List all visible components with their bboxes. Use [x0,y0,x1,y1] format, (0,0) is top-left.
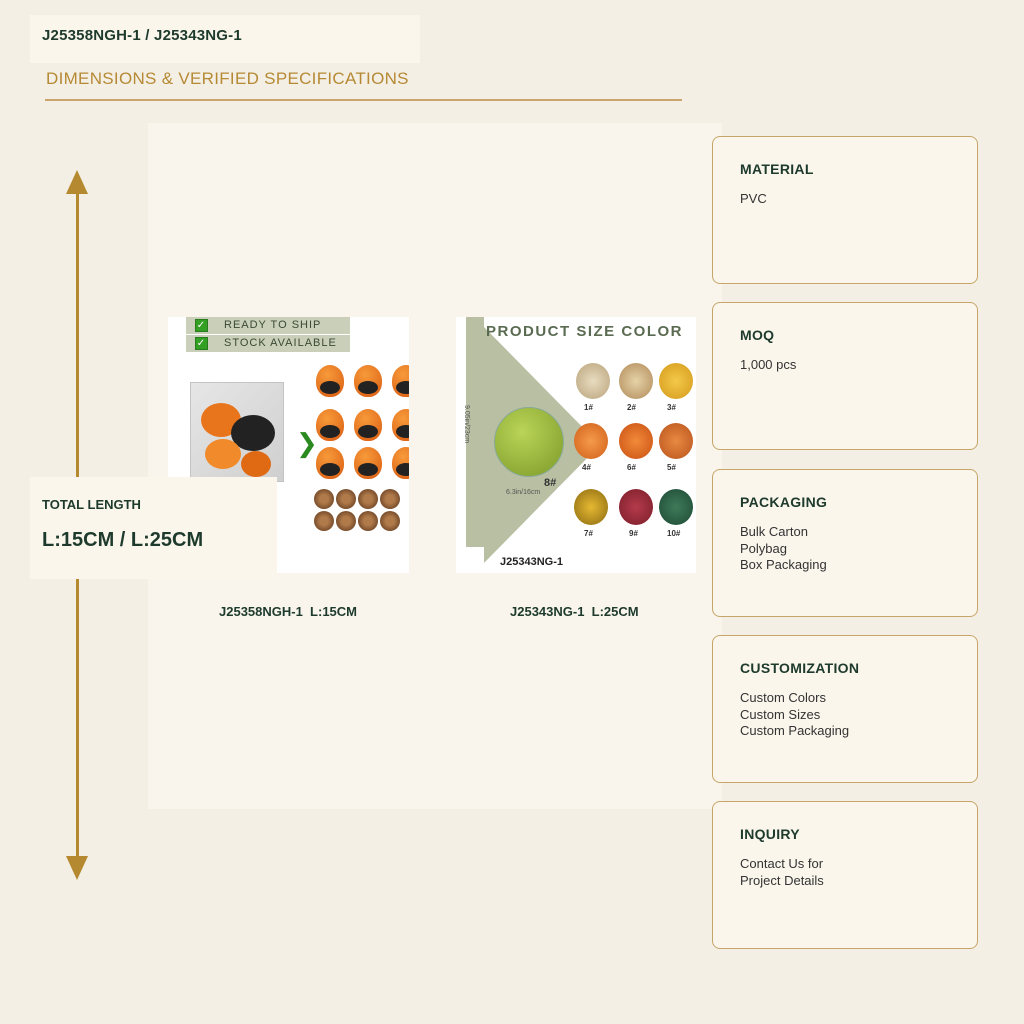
width-note: 6.3in/16cm [506,489,541,496]
decorative-band [466,317,484,547]
chevron-right-icon: ❯ [296,428,318,458]
variant-label: 7# [584,529,593,538]
pumpkin-item [316,365,344,397]
variant-ornament [576,363,610,399]
ready-to-ship-badge: ✓ READY TO SHIP [186,317,350,334]
spec-card-packaging: PACKAGING Bulk Carton Polybag Box Packag… [712,469,978,617]
total-length-box: TOTAL LENGTH L:15CM / L:25CM [30,477,277,579]
variant-ornament [619,423,653,459]
spec-card-moq: MOQ 1,000 pcs [712,302,978,450]
variant-ornament [619,363,653,399]
total-length-label: TOTAL LENGTH [42,497,141,512]
main-label: 8# [544,477,557,489]
spec-line: Box Packaging [740,557,827,572]
title-box: J25358NGH-1 / J25343NG-1 [30,15,420,63]
pinecone-item [336,511,356,531]
pumpkin-item [354,409,382,441]
spec-line: Project Details [740,872,824,888]
pinecone-item [314,511,334,531]
spec-line: PVC [740,191,767,206]
check-icon: ✓ [195,319,208,332]
variant-label: 10# [667,529,681,538]
main-ornament-image [494,407,564,477]
product-image-j25343ng[interactable]: PRODUCT SIZE COLOR 9.05in/23cm 8# 6.3in/… [456,317,696,573]
spec-line: Custom Sizes [740,706,821,722]
pinecone-item [314,489,334,509]
page-subtitle: DIMENSIONS & VERIFIED SPECIFICATIONS [46,69,409,88]
product-caption-j25358ngh: J25358NGH-1 L:15CM [219,604,357,619]
arrow-down-icon [66,856,88,880]
pinecone-item [358,489,378,509]
variant-ornament [659,363,693,399]
pumpkin-item [354,447,382,479]
product-code: J25343NG-1 [500,556,563,568]
product-size-color-heading: PRODUCT SIZE COLOR [486,323,684,340]
spec-card-inquiry[interactable]: INQUIRY Contact Us for Project Details [712,801,978,949]
total-length-value: L:15CM / L:25CM [42,529,204,551]
variant-label: 4# [582,463,591,472]
pumpkin-item [316,409,344,441]
spec-title: CUSTOMIZATION [740,660,860,676]
spec-line: Bulk Carton [740,524,808,539]
pinecone-item [358,511,378,531]
variant-label: 6# [627,463,636,472]
variant-ornament [659,489,693,525]
height-note: 9.05in/23cm [463,405,470,444]
pumpkin-item [316,447,344,479]
variant-label: 1# [584,403,593,412]
spec-line: Contact Us for [740,856,824,871]
pinecone-item [336,489,356,509]
spec-title: PACKAGING [740,494,828,510]
stock-available-badge: ✓ STOCK AVAILABLE [186,335,350,352]
check-icon: ✓ [195,337,208,350]
variant-label: 9# [629,529,638,538]
spec-line: Custom Colors [740,690,826,705]
variant-ornament [574,423,608,459]
spec-line: Custom Packaging [740,723,850,738]
spec-card-material: MATERIAL PVC [712,136,978,284]
spec-title: MATERIAL [740,161,814,177]
product-caption-j25343ng: J25343NG-1 L:25CM [510,604,639,619]
spec-title: MOQ [740,327,775,343]
variant-label: 5# [667,463,676,472]
packaging-box-image [190,382,284,482]
pinecone-item [380,489,400,509]
gourd-shape [205,439,241,469]
variant-ornament [659,423,693,459]
arrow-up-icon [66,170,88,194]
spec-line: 1,000 pcs [740,357,797,372]
pumpkin-item [392,365,409,397]
spec-card-customization: CUSTOMIZATION Custom Colors Custom Sizes… [712,635,978,783]
badge-label: READY TO SHIP [224,319,322,331]
variant-label: 3# [667,403,676,412]
gourd-shape [231,415,275,451]
pumpkin-item [392,409,409,441]
variant-ornament [619,489,653,525]
spec-title: INQUIRY [740,826,800,842]
pinecone-item [380,511,400,531]
pumpkin-item [354,365,382,397]
spec-line: Polybag [740,540,787,556]
variant-ornament [574,489,608,525]
title-divider [45,99,682,101]
page-title: J25358NGH-1 / J25343NG-1 [42,27,242,44]
gourd-shape [241,451,271,477]
variant-label: 2# [627,403,636,412]
badge-label: STOCK AVAILABLE [224,337,337,349]
pumpkin-item [392,447,409,479]
